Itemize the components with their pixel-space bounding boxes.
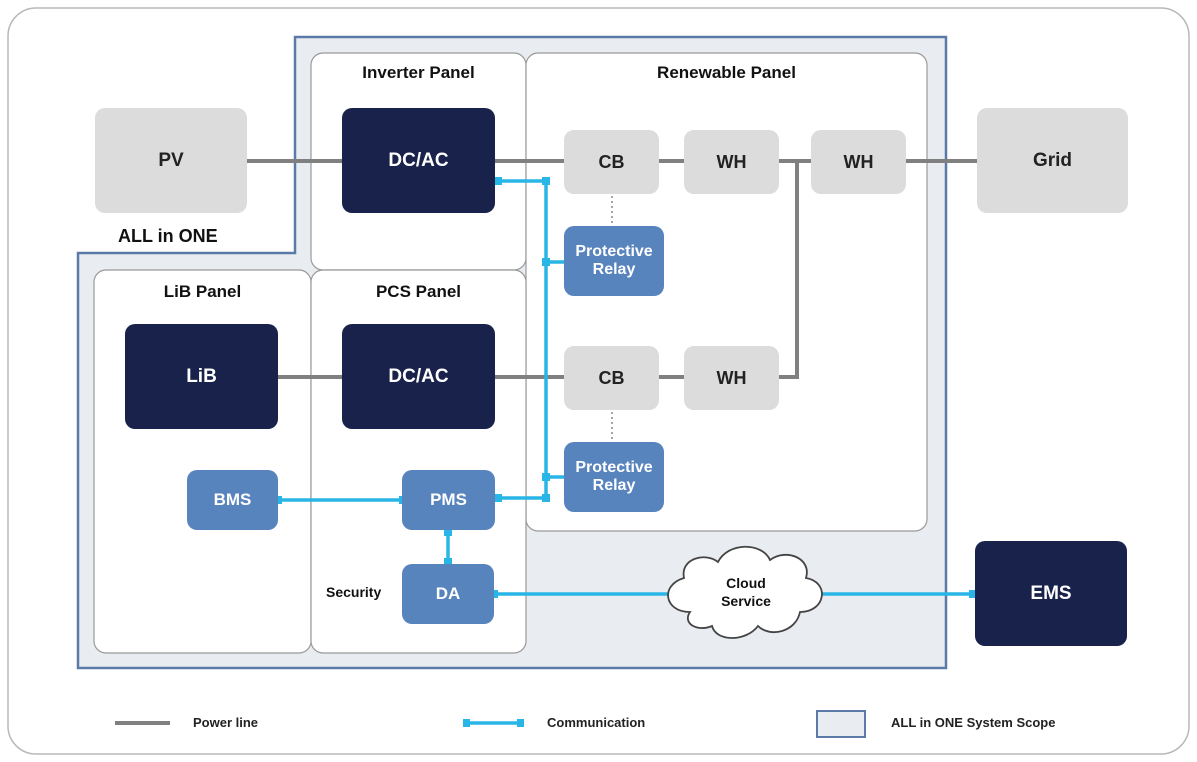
legend-scope-swatch (816, 710, 866, 738)
inverter-dcac-node: DC/AC (342, 108, 495, 213)
cloud-line2: Service (721, 593, 771, 609)
inverter-panel-title: Inverter Panel (362, 63, 475, 82)
cb-top-node: CB (564, 130, 659, 194)
relay-bottom-line1: Protective (575, 458, 653, 476)
legend-communication: Communication (547, 715, 646, 730)
power-line-wh2-join (779, 161, 799, 379)
pcs-panel-title: PCS Panel (375, 282, 462, 301)
pms-node: PMS (402, 470, 495, 530)
lib-panel-title: LiB Panel (163, 282, 242, 301)
pv-node: PV (95, 108, 247, 213)
scope-label: ALL in ONE (118, 226, 218, 246)
pcs-dcac-node: DC/AC (342, 324, 495, 429)
ems-node: EMS (975, 541, 1127, 646)
security-label: Security (326, 584, 382, 600)
cloud-service-label: Cloud Service (700, 574, 792, 610)
cloud-line1: Cloud (726, 575, 766, 591)
wh-top-node-2: WH (811, 130, 906, 194)
legend-power-line: Power line (193, 715, 259, 730)
protective-relay-bottom: Protective Relay (564, 442, 664, 512)
wh-top-node-1: WH (684, 130, 779, 194)
legend-scope: ALL in ONE System Scope (891, 715, 1056, 730)
power-lines (247, 159, 977, 379)
protective-relay-top: Protective Relay (564, 226, 664, 296)
relay-bottom-line2: Relay (592, 477, 636, 494)
cb-bottom-node: CB (564, 346, 659, 410)
lib-node: LiB (125, 324, 278, 429)
wh-bottom-node: WH (684, 346, 779, 410)
relay-top-line1: Protective (575, 242, 653, 260)
grid-node: Grid (977, 108, 1128, 213)
renewable-panel-title: Renewable Panel (657, 63, 796, 82)
relay-top-line2: Relay (592, 261, 636, 278)
cloud-shape (667, 545, 823, 639)
bms-node: BMS (187, 470, 278, 530)
da-node: DA (402, 564, 494, 624)
